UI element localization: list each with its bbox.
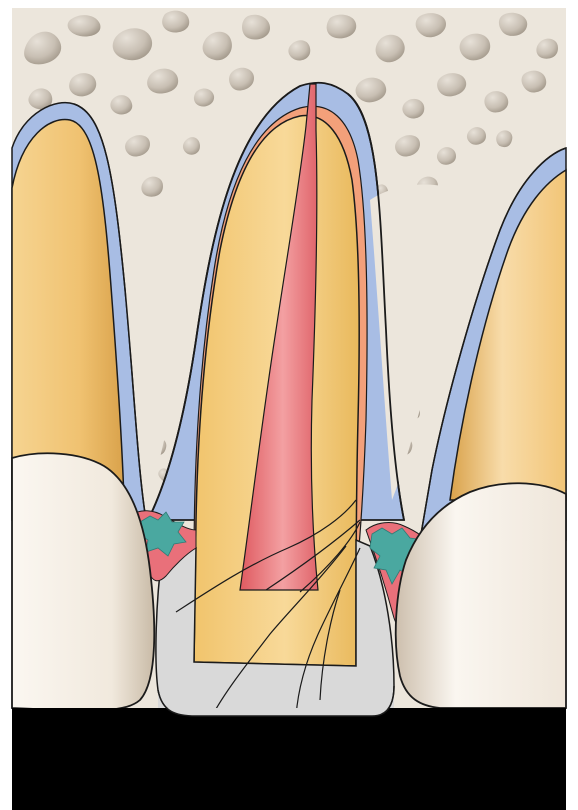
base-band xyxy=(12,708,566,810)
